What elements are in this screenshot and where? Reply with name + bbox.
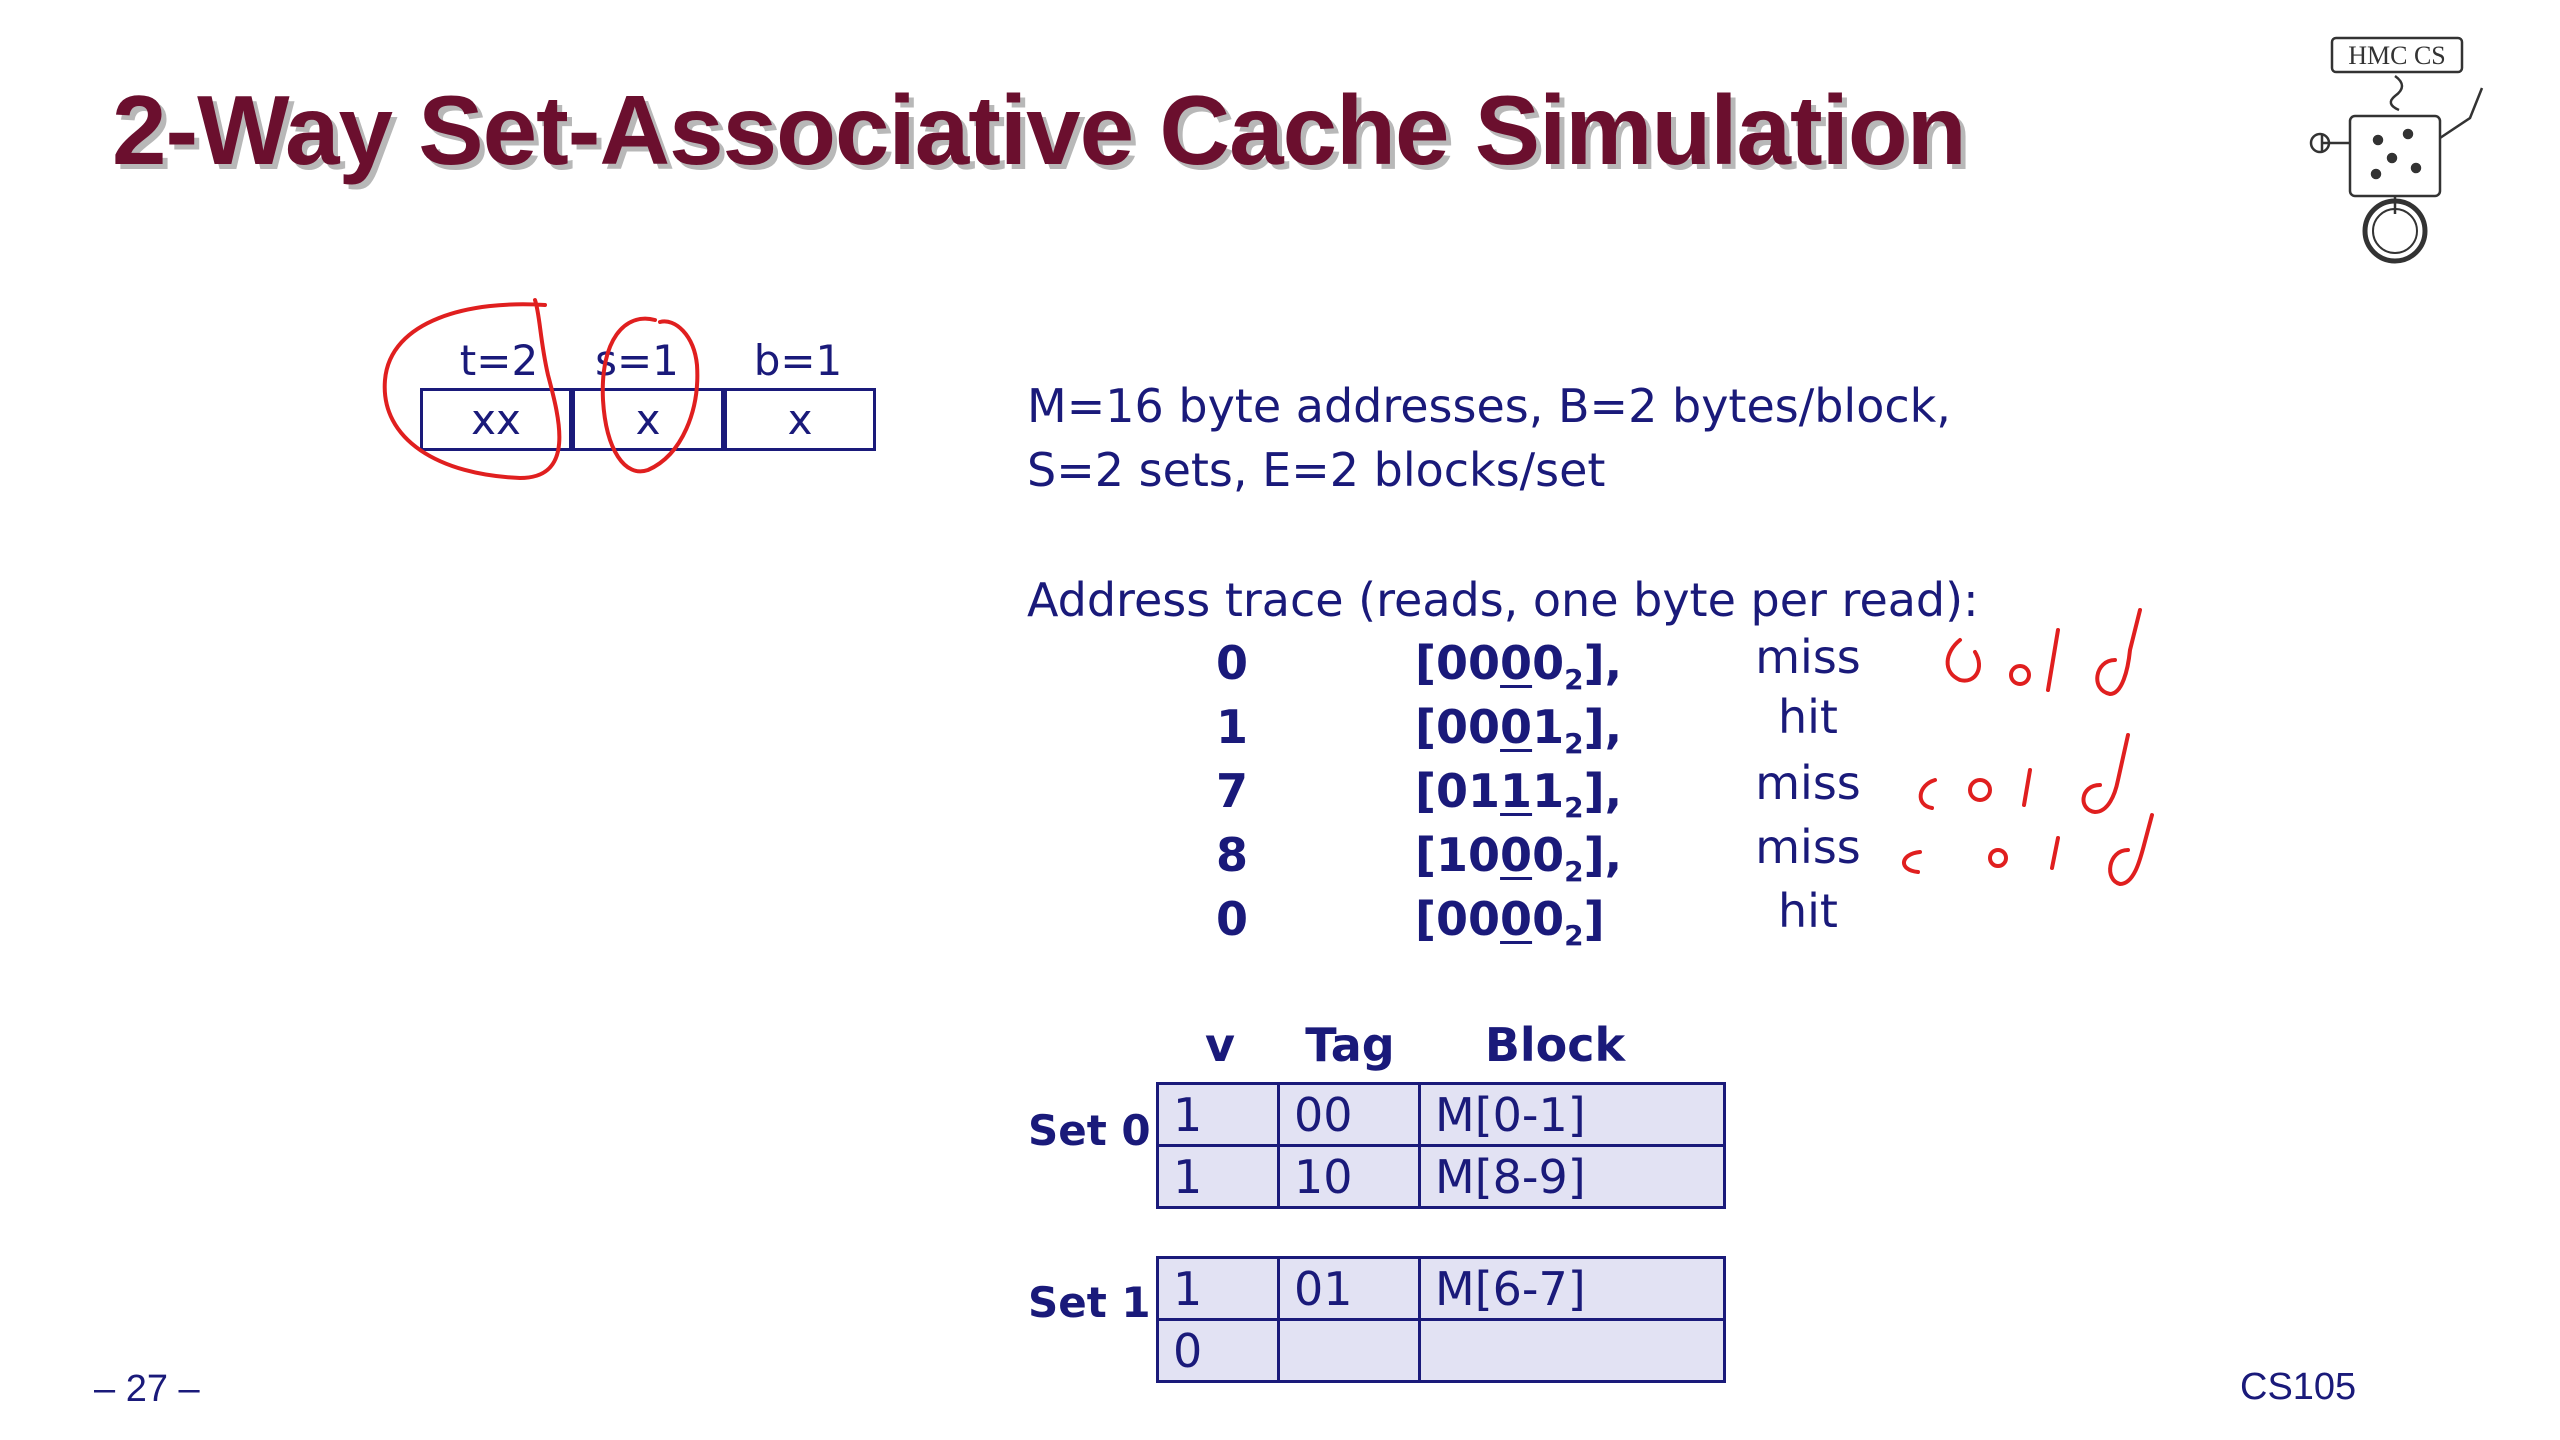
page-number: – 27 – (94, 1368, 200, 1410)
set-bits-box: x (572, 388, 724, 451)
tag-cell (1277, 1318, 1421, 1383)
block-cell: M[0-1] (1418, 1082, 1726, 1147)
tag-bits-label: t=2 (459, 336, 539, 385)
cache-line: 1 00 M[0-1] (1156, 1082, 1726, 1147)
params-line-1: M=16 byte addresses, B=2 bytes/block, (1027, 379, 1951, 433)
trace-binary: [10002], (1415, 828, 1623, 889)
block-cell: M[6-7] (1418, 1256, 1726, 1321)
trace-binary: [00002], (1415, 636, 1623, 697)
params-line-2: S=2 sets, E=2 blocks/set (1027, 443, 1606, 497)
trace-heading: Address trace (reads, one byte per read)… (1027, 573, 1979, 627)
block-cell (1418, 1318, 1726, 1383)
valid-bit: 1 (1156, 1144, 1280, 1209)
tag-cell: 00 (1277, 1082, 1421, 1147)
set-bits-label: s=1 (595, 336, 679, 385)
trace-addr: 0 (1215, 892, 1248, 946)
trace-binary: [00002] (1415, 892, 1605, 953)
trace-result: miss (1755, 630, 1861, 684)
trace-addr: 1 (1215, 700, 1248, 754)
course-label: CS105 (2240, 1366, 2357, 1408)
trace-binary: [00012], (1415, 700, 1623, 761)
valid-bit: 0 (1156, 1318, 1280, 1383)
cache-line: 0 (1156, 1318, 1726, 1383)
set-0-label: Set 0 (1028, 1106, 1151, 1155)
robot-logo-icon: HMC CS (2309, 36, 2484, 264)
tag-bits-box: xx (420, 388, 572, 451)
trace-result: hit (1778, 690, 1838, 744)
trace-addr: 7 (1215, 764, 1248, 818)
ink-note-cold-3 (1902, 813, 2154, 886)
trace-result: hit (1778, 884, 1838, 938)
trace-addr: 8 (1215, 828, 1248, 882)
block-bits-box: x (724, 388, 876, 451)
set-1-label: Set 1 (1028, 1278, 1151, 1327)
header-valid: v (1205, 1018, 1235, 1072)
trace-addr: 0 (1215, 636, 1248, 690)
trace-binary: [01112], (1415, 764, 1623, 825)
tag-cell: 01 (1277, 1256, 1421, 1321)
cache-line: 1 10 M[8-9] (1156, 1144, 1726, 1209)
slide-title: 2-Way Set-Associative Cache Simulation (112, 75, 1967, 185)
valid-bit: 1 (1156, 1256, 1280, 1321)
valid-bit: 1 (1156, 1082, 1280, 1147)
set-0-table: 1 00 M[0-1] 1 10 M[8-9] (1156, 1082, 1726, 1209)
cache-line: 1 01 M[6-7] (1156, 1256, 1726, 1321)
header-tag: Tag (1305, 1018, 1395, 1072)
svg-text:HMC CS: HMC CS (2348, 41, 2446, 70)
trace-result: miss (1755, 820, 1861, 874)
header-block: Block (1484, 1018, 1626, 1072)
set-1-table: 1 01 M[6-7] 0 (1156, 1256, 1726, 1383)
trace-result: miss (1755, 756, 1861, 810)
tag-cell: 10 (1277, 1144, 1421, 1209)
hmc-cs-logo: HMC CS (2290, 28, 2500, 268)
block-bits-label: b=1 (753, 336, 843, 385)
block-cell: M[8-9] (1418, 1144, 1726, 1209)
ink-note-cold-2 (1918, 733, 2130, 814)
